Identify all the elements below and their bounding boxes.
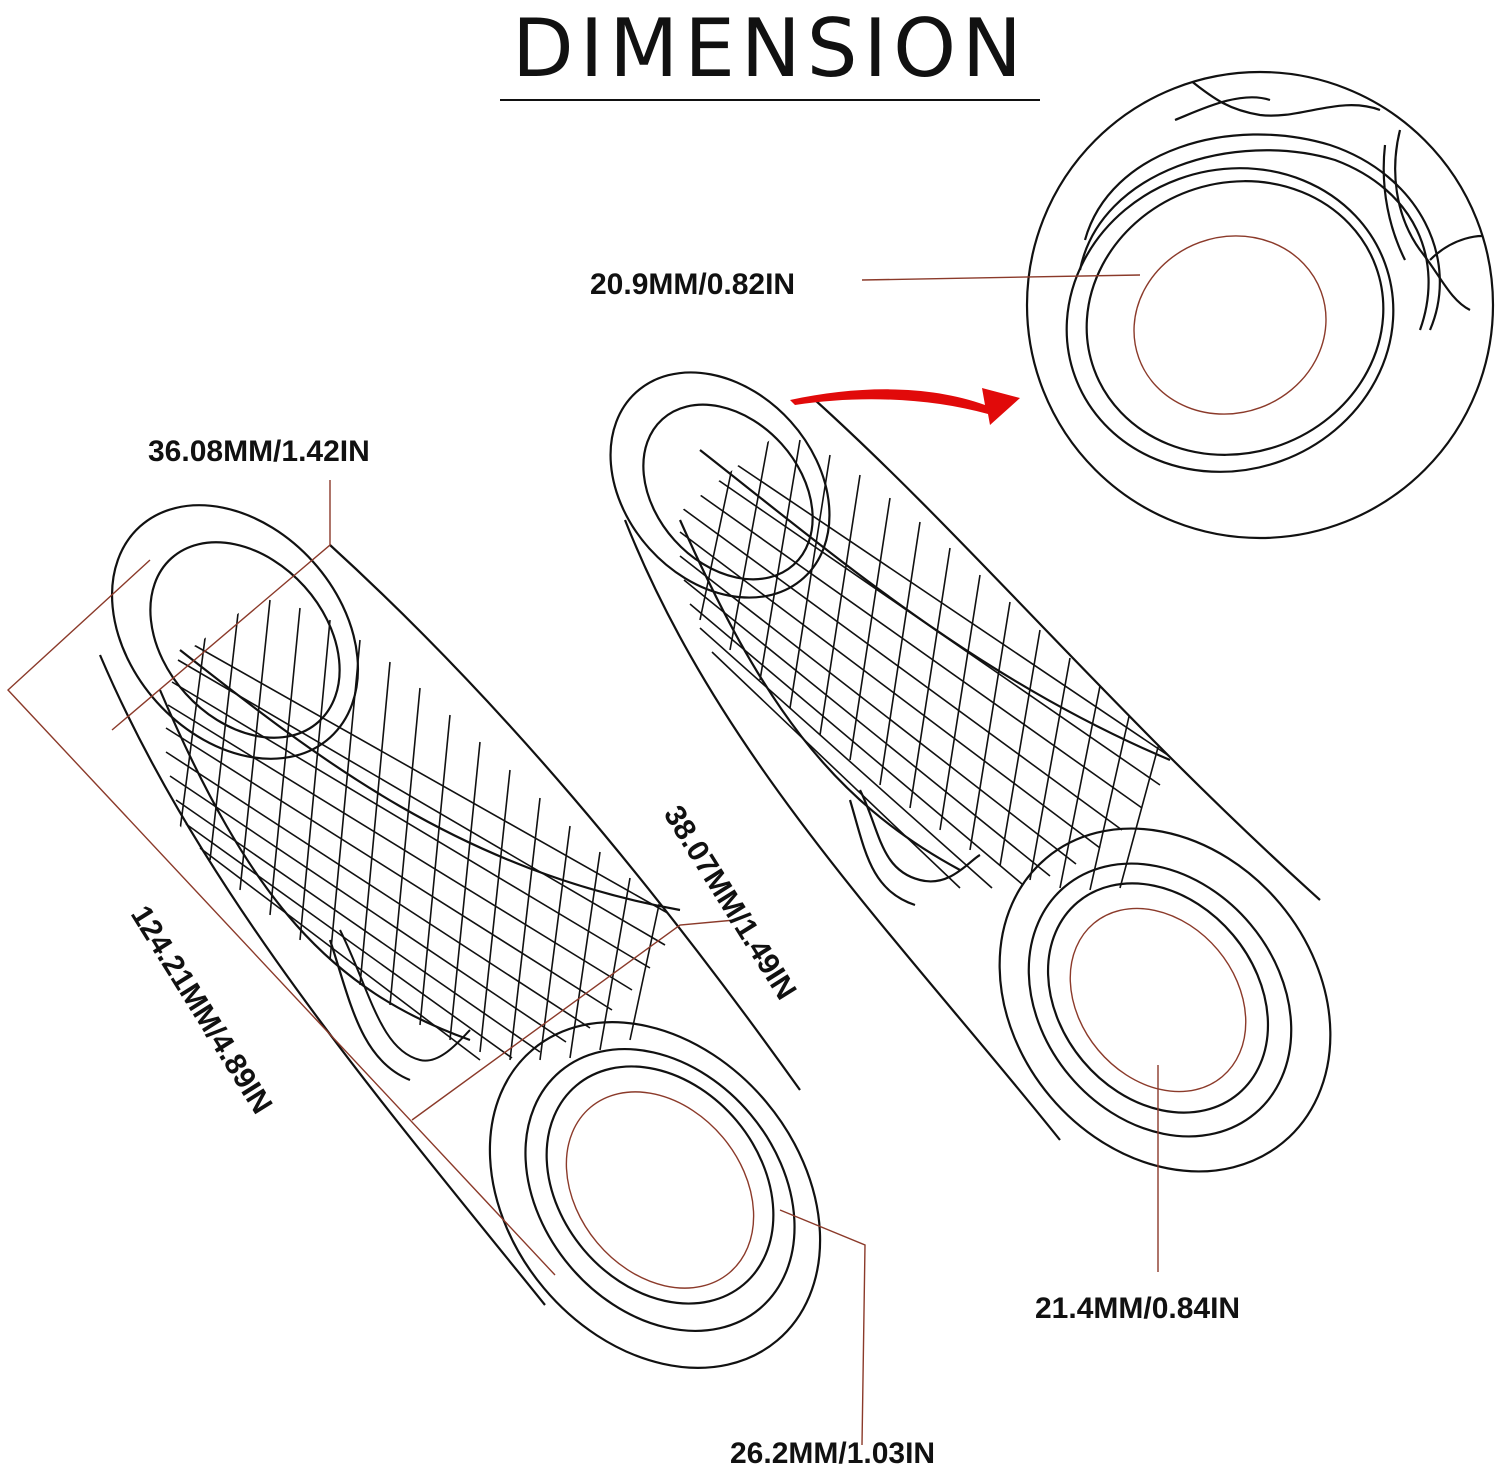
inner-bore-outlines xyxy=(565,235,1327,1289)
left-grip xyxy=(98,504,822,1369)
leader-inner-bore-left xyxy=(779,1209,866,1446)
left-grip-near-cap xyxy=(488,1021,822,1369)
dimension-leaders xyxy=(7,274,1159,1446)
right-grip-near-cap xyxy=(998,827,1332,1173)
left-grip-texture xyxy=(165,595,681,1061)
left-grip-top-edge xyxy=(329,544,801,1091)
left-grip-far-cap xyxy=(110,504,360,760)
label-outer-end-left: 36.08MM/1.42IN xyxy=(148,435,370,468)
leader-outer-end-left xyxy=(111,480,331,731)
red-arrow xyxy=(790,388,1020,425)
left-bore-outline xyxy=(565,1091,755,1289)
page-title: DIMENSION xyxy=(512,2,1028,95)
detail-bore-outline xyxy=(1133,235,1327,415)
right-grip-far-cap xyxy=(609,371,831,599)
detail-circle xyxy=(1025,70,1495,540)
label-inner-detail: 20.9MM/0.82IN xyxy=(590,268,796,301)
leader-length xyxy=(7,559,556,1276)
leader-inner-detail xyxy=(861,274,1141,281)
right-grip-top-edge xyxy=(814,399,1321,901)
label-inner-bore-right: 21.4MM/0.84IN xyxy=(1035,1292,1241,1325)
title-underline xyxy=(500,99,1040,101)
right-bore-outline xyxy=(1069,907,1247,1093)
detail-view xyxy=(1025,70,1495,540)
left-grip-bottom-edge xyxy=(98,654,546,1306)
label-inner-bore-left: 26.2MM/1.03IN xyxy=(730,1437,936,1470)
right-grip xyxy=(609,371,1332,1173)
right-grip-bottom-edge xyxy=(623,519,1061,1141)
right-grip-texture xyxy=(679,429,1176,891)
leader-outer-end-right xyxy=(411,919,736,1121)
